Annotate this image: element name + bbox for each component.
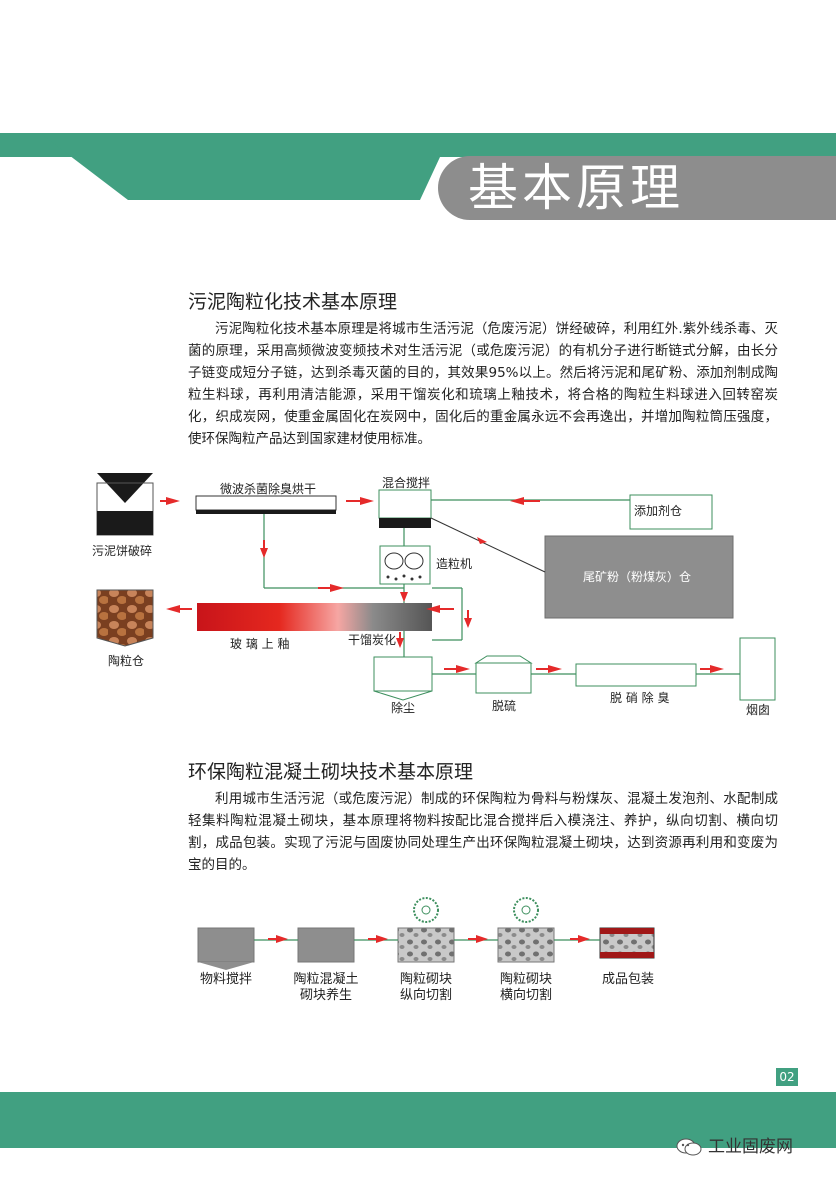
step-label-3: 陶粒砌块 纵向切割 (388, 972, 464, 1004)
label-mixer: 混合搅拌 (382, 476, 430, 490)
label-dryer: 微波杀菌除臭烘干 (220, 482, 316, 496)
step-label-5: 成品包装 (590, 972, 666, 988)
page-number: 02 (776, 1068, 798, 1086)
section1-heading: 污泥陶粒化技术基本原理 (188, 290, 397, 314)
dust-box (374, 657, 432, 691)
step-label-1: 物料搅拌 (188, 972, 264, 988)
dryer-body (196, 496, 336, 510)
label-silo: 陶粒仓 (108, 654, 144, 668)
mixer-body (379, 490, 431, 518)
saw-icon-1 (414, 898, 438, 922)
label-granulator: 造粒机 (436, 557, 472, 571)
watermark-text: 工业固废网 (708, 1137, 793, 1157)
label-desulf: 脱硫 (492, 699, 516, 713)
dryer-belt (196, 510, 336, 514)
desulf-box (476, 663, 531, 693)
section2-heading: 环保陶粒混凝土砌块技术基本原理 (188, 760, 473, 784)
crusher-base (97, 511, 153, 535)
label-dust: 除尘 (391, 701, 415, 715)
step1-box (198, 928, 254, 962)
label-denitr: 脱 硝 除 臭 (610, 691, 669, 705)
step3-box (398, 928, 454, 962)
mixer-base (379, 518, 431, 528)
label-chimney: 烟囱 (746, 703, 770, 717)
process-flow-diagram (0, 460, 836, 730)
step4-box (498, 928, 554, 962)
page-title: 基本原理 (468, 158, 684, 218)
label-carbonize: 干馏炭化 (348, 633, 396, 647)
block-process-diagram (0, 890, 836, 970)
section1-paragraph: 污泥陶粒化技术基本原理是将城市生活污泥（危废污泥）饼经破碎，利用红外.紫外线杀毒… (188, 318, 778, 450)
label-glazing: 玻 璃 上 釉 (230, 637, 289, 651)
section2-paragraph: 利用城市生活污泥（或危废污泥）制成的环保陶粒为骨料与粉煤灰、混凝土发泡剂、水配制… (188, 788, 778, 876)
label-additive: 添加剂仓 (634, 504, 682, 518)
silo-body (97, 590, 153, 646)
label-tailings: 尾矿粉（粉煤灰）仓 (583, 570, 691, 584)
kiln-body (197, 603, 432, 631)
wechat-icon (676, 1137, 702, 1157)
saw-icon-2 (514, 898, 538, 922)
chimney-box (740, 638, 775, 700)
watermark: 工业固废网 (676, 1132, 793, 1157)
crusher-funnel (97, 473, 153, 503)
step-label-2: 陶粒混凝土 砌块养生 (286, 972, 366, 1004)
step-label-4: 陶粒砌块 横向切割 (488, 972, 564, 1004)
step2-box (298, 928, 354, 962)
denitr-box (576, 664, 696, 686)
label-crusher: 污泥饼破碎 (92, 544, 152, 558)
